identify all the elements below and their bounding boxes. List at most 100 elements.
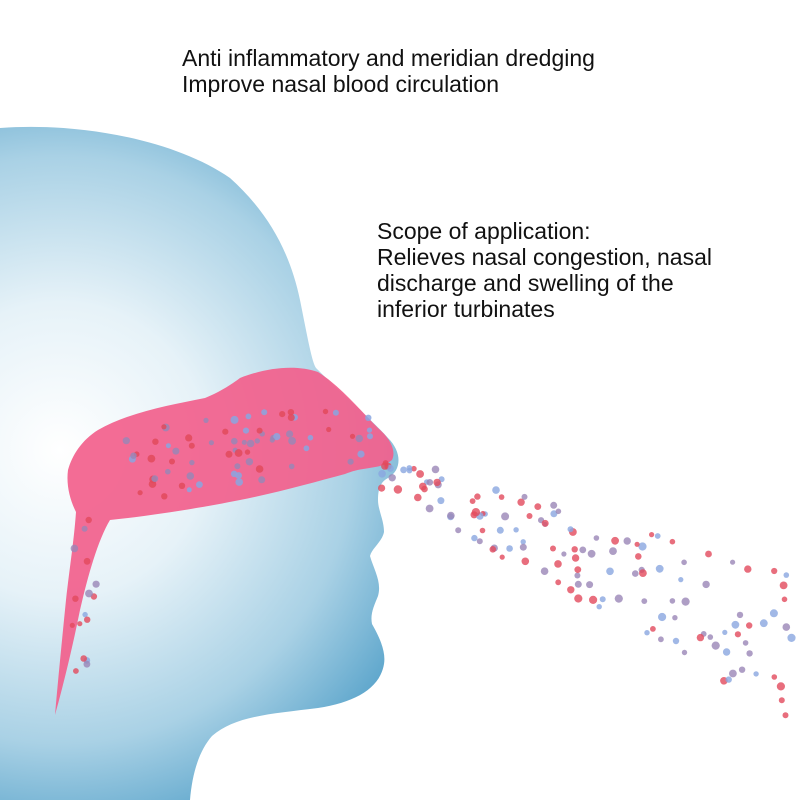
particle-dot xyxy=(729,669,737,678)
particle-dot xyxy=(634,541,640,547)
particle-dot xyxy=(550,510,558,518)
particle-dot xyxy=(521,493,528,500)
particle-dot xyxy=(654,533,661,539)
particle-dot xyxy=(541,519,549,527)
particle-dot xyxy=(778,697,785,704)
particle-dot xyxy=(574,594,583,603)
particle-dot xyxy=(655,564,664,573)
particle-dot xyxy=(513,527,519,533)
particle-dot xyxy=(83,557,91,565)
particle-dot xyxy=(599,596,606,603)
particle-dot xyxy=(130,452,137,459)
particle-dot xyxy=(286,430,294,438)
particle-dot xyxy=(650,626,656,632)
particle-dot xyxy=(574,572,581,579)
particle-dot xyxy=(587,549,596,558)
particle-dot xyxy=(137,490,143,496)
particle-dot xyxy=(771,567,778,575)
heading-line-1: Anti inflammatory and meridian dredging xyxy=(182,45,595,71)
particle-dot xyxy=(245,413,252,420)
particle-dot xyxy=(431,465,440,474)
particle-dot xyxy=(567,586,575,594)
particle-dot xyxy=(550,545,556,552)
particle-dot xyxy=(725,676,732,683)
particle-dot xyxy=(492,486,500,494)
particle-dot xyxy=(186,472,195,480)
particle-dot xyxy=(586,581,594,589)
scope-line-2: discharge and swelling of the xyxy=(377,270,674,296)
particle-dot xyxy=(381,462,389,470)
particle-dot xyxy=(85,589,93,598)
particle-dot xyxy=(92,580,100,588)
particle-dot xyxy=(172,447,180,455)
particle-dot xyxy=(287,409,295,416)
scope-line-3: inferior turbinates xyxy=(377,296,555,322)
particle-dot xyxy=(782,712,789,719)
scope-text: Scope of application: Relieves nasal con… xyxy=(377,218,712,322)
nasal-cavity xyxy=(55,367,394,715)
particle-dot xyxy=(678,577,684,583)
particle-dot xyxy=(681,649,688,656)
particle-dot xyxy=(746,650,753,657)
particle-dot xyxy=(753,671,759,677)
particle-dot xyxy=(769,609,778,618)
particle-dot xyxy=(639,569,647,577)
particle-dot xyxy=(81,525,88,532)
particle-dot xyxy=(188,442,195,449)
particle-dot xyxy=(357,450,365,458)
particle-dot xyxy=(649,532,655,538)
particle-dot xyxy=(425,504,434,513)
particle-dot xyxy=(256,427,263,434)
particle-dot xyxy=(555,579,562,586)
particle-dot xyxy=(658,612,667,622)
particle-dot xyxy=(759,619,768,628)
particle-dot xyxy=(378,484,386,492)
particle-dot xyxy=(178,482,186,489)
particle-dot xyxy=(288,463,295,470)
particle-dot xyxy=(589,595,598,605)
particle-dot xyxy=(574,566,582,573)
particle-dot xyxy=(521,557,530,566)
particle-dot xyxy=(235,478,243,486)
particle-dot xyxy=(152,438,159,445)
scope-line-1: Relieves nasal congestion, nasal xyxy=(377,244,712,270)
particle-dot xyxy=(499,554,505,560)
particle-dot xyxy=(711,641,720,650)
particle-dot xyxy=(776,682,786,691)
particle-group xyxy=(69,408,796,719)
particle-dot xyxy=(235,472,243,479)
particle-dot xyxy=(641,598,648,604)
particle-dot xyxy=(672,615,678,621)
particle-dot xyxy=(386,464,394,472)
particle-dot xyxy=(69,622,75,628)
particle-dot xyxy=(416,470,424,478)
particle-dot xyxy=(234,449,243,457)
particle-dot xyxy=(234,463,241,470)
particle-dot xyxy=(669,598,676,604)
particle-dot xyxy=(561,551,567,557)
particle-dot xyxy=(70,544,79,553)
particle-dot xyxy=(161,424,167,430)
particle-dot xyxy=(273,433,281,441)
particle-dot xyxy=(669,538,676,545)
particle-dot xyxy=(258,476,266,484)
particle-dot xyxy=(303,445,310,452)
particle-dot xyxy=(555,508,562,515)
particle-dot xyxy=(474,493,481,500)
particle-dot xyxy=(355,434,363,443)
particle-dot xyxy=(161,493,168,500)
particle-dot xyxy=(550,501,558,509)
particle-dot xyxy=(579,546,587,554)
particle-dot xyxy=(85,516,92,524)
particle-dot xyxy=(517,498,525,506)
particle-dot xyxy=(326,426,332,433)
particle-dot xyxy=(147,454,156,463)
particle-dot xyxy=(225,450,233,458)
particle-dot xyxy=(593,535,600,541)
particle-dot xyxy=(781,596,788,603)
particle-dot xyxy=(165,468,171,475)
particle-dot xyxy=(169,458,175,465)
particle-dot xyxy=(349,433,356,439)
particle-dot xyxy=(571,554,580,562)
